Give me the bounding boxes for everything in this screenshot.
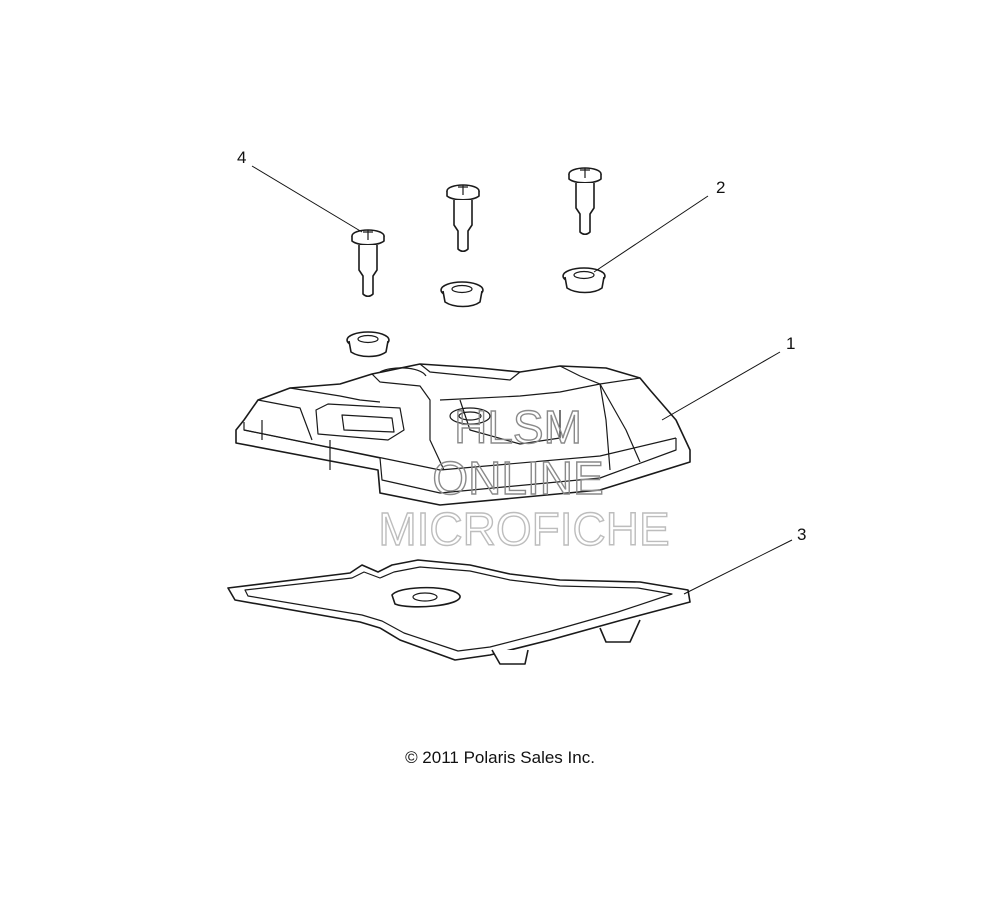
watermark: HLSM ONLINE MICROFICHE [378,400,671,555]
grommet-center [440,281,484,308]
valve-cover [235,363,691,506]
leader-line-3 [683,539,793,595]
leader-line-1 [661,351,781,421]
copyright-notice: © 2011 Polaris Sales Inc. [405,748,595,767]
callout-2: 2 [716,178,725,197]
watermark-line-2: ONLINE [432,452,603,504]
watermark-line-3: MICROFICHE [378,503,669,555]
bolt-left [351,229,385,298]
valve-cover-gasket [227,559,691,665]
callout-4: 4 [237,148,246,167]
grommet-right [562,267,606,294]
callout-3: 3 [797,525,806,544]
leader-line-4 [251,165,363,233]
bolt-right [568,167,602,236]
callout-1: 1 [786,334,795,353]
watermark-line-1: HLSM [454,401,582,453]
grommet-rear-left [346,331,390,358]
leader-line-2 [593,195,709,273]
bolt-center [446,184,480,253]
